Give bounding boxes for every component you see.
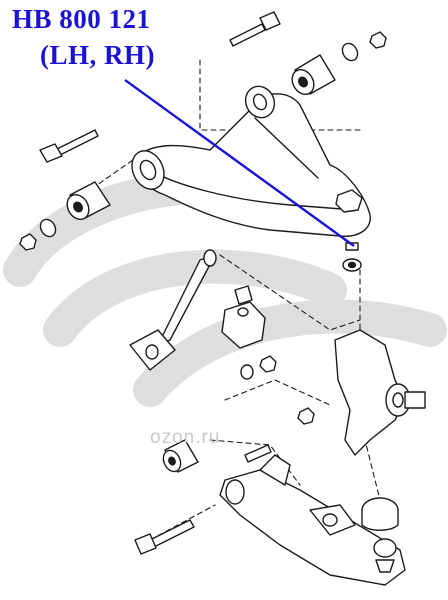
mounting-bolts (39, 11, 281, 555)
steering-knuckle (334, 329, 426, 456)
assembly-guide-lines (89, 59, 381, 541)
side-label: (LH, RH) (40, 40, 155, 70)
rear-bushing (291, 54, 336, 96)
bump-stop (221, 285, 266, 349)
callout-leader-line (124, 79, 355, 247)
upper-control-arm (131, 85, 371, 237)
upper-ball-joint (342, 242, 362, 272)
watermark-text: ozon.ru (150, 427, 221, 448)
washers-and-nuts (19, 31, 387, 425)
lower-ball-joint (361, 497, 399, 573)
front-bushing (66, 181, 111, 221)
lower-bushing (162, 439, 199, 473)
strut-rod (129, 249, 217, 371)
part-number-label: HB 800 121 (12, 4, 151, 34)
lower-control-arm (219, 454, 406, 586)
